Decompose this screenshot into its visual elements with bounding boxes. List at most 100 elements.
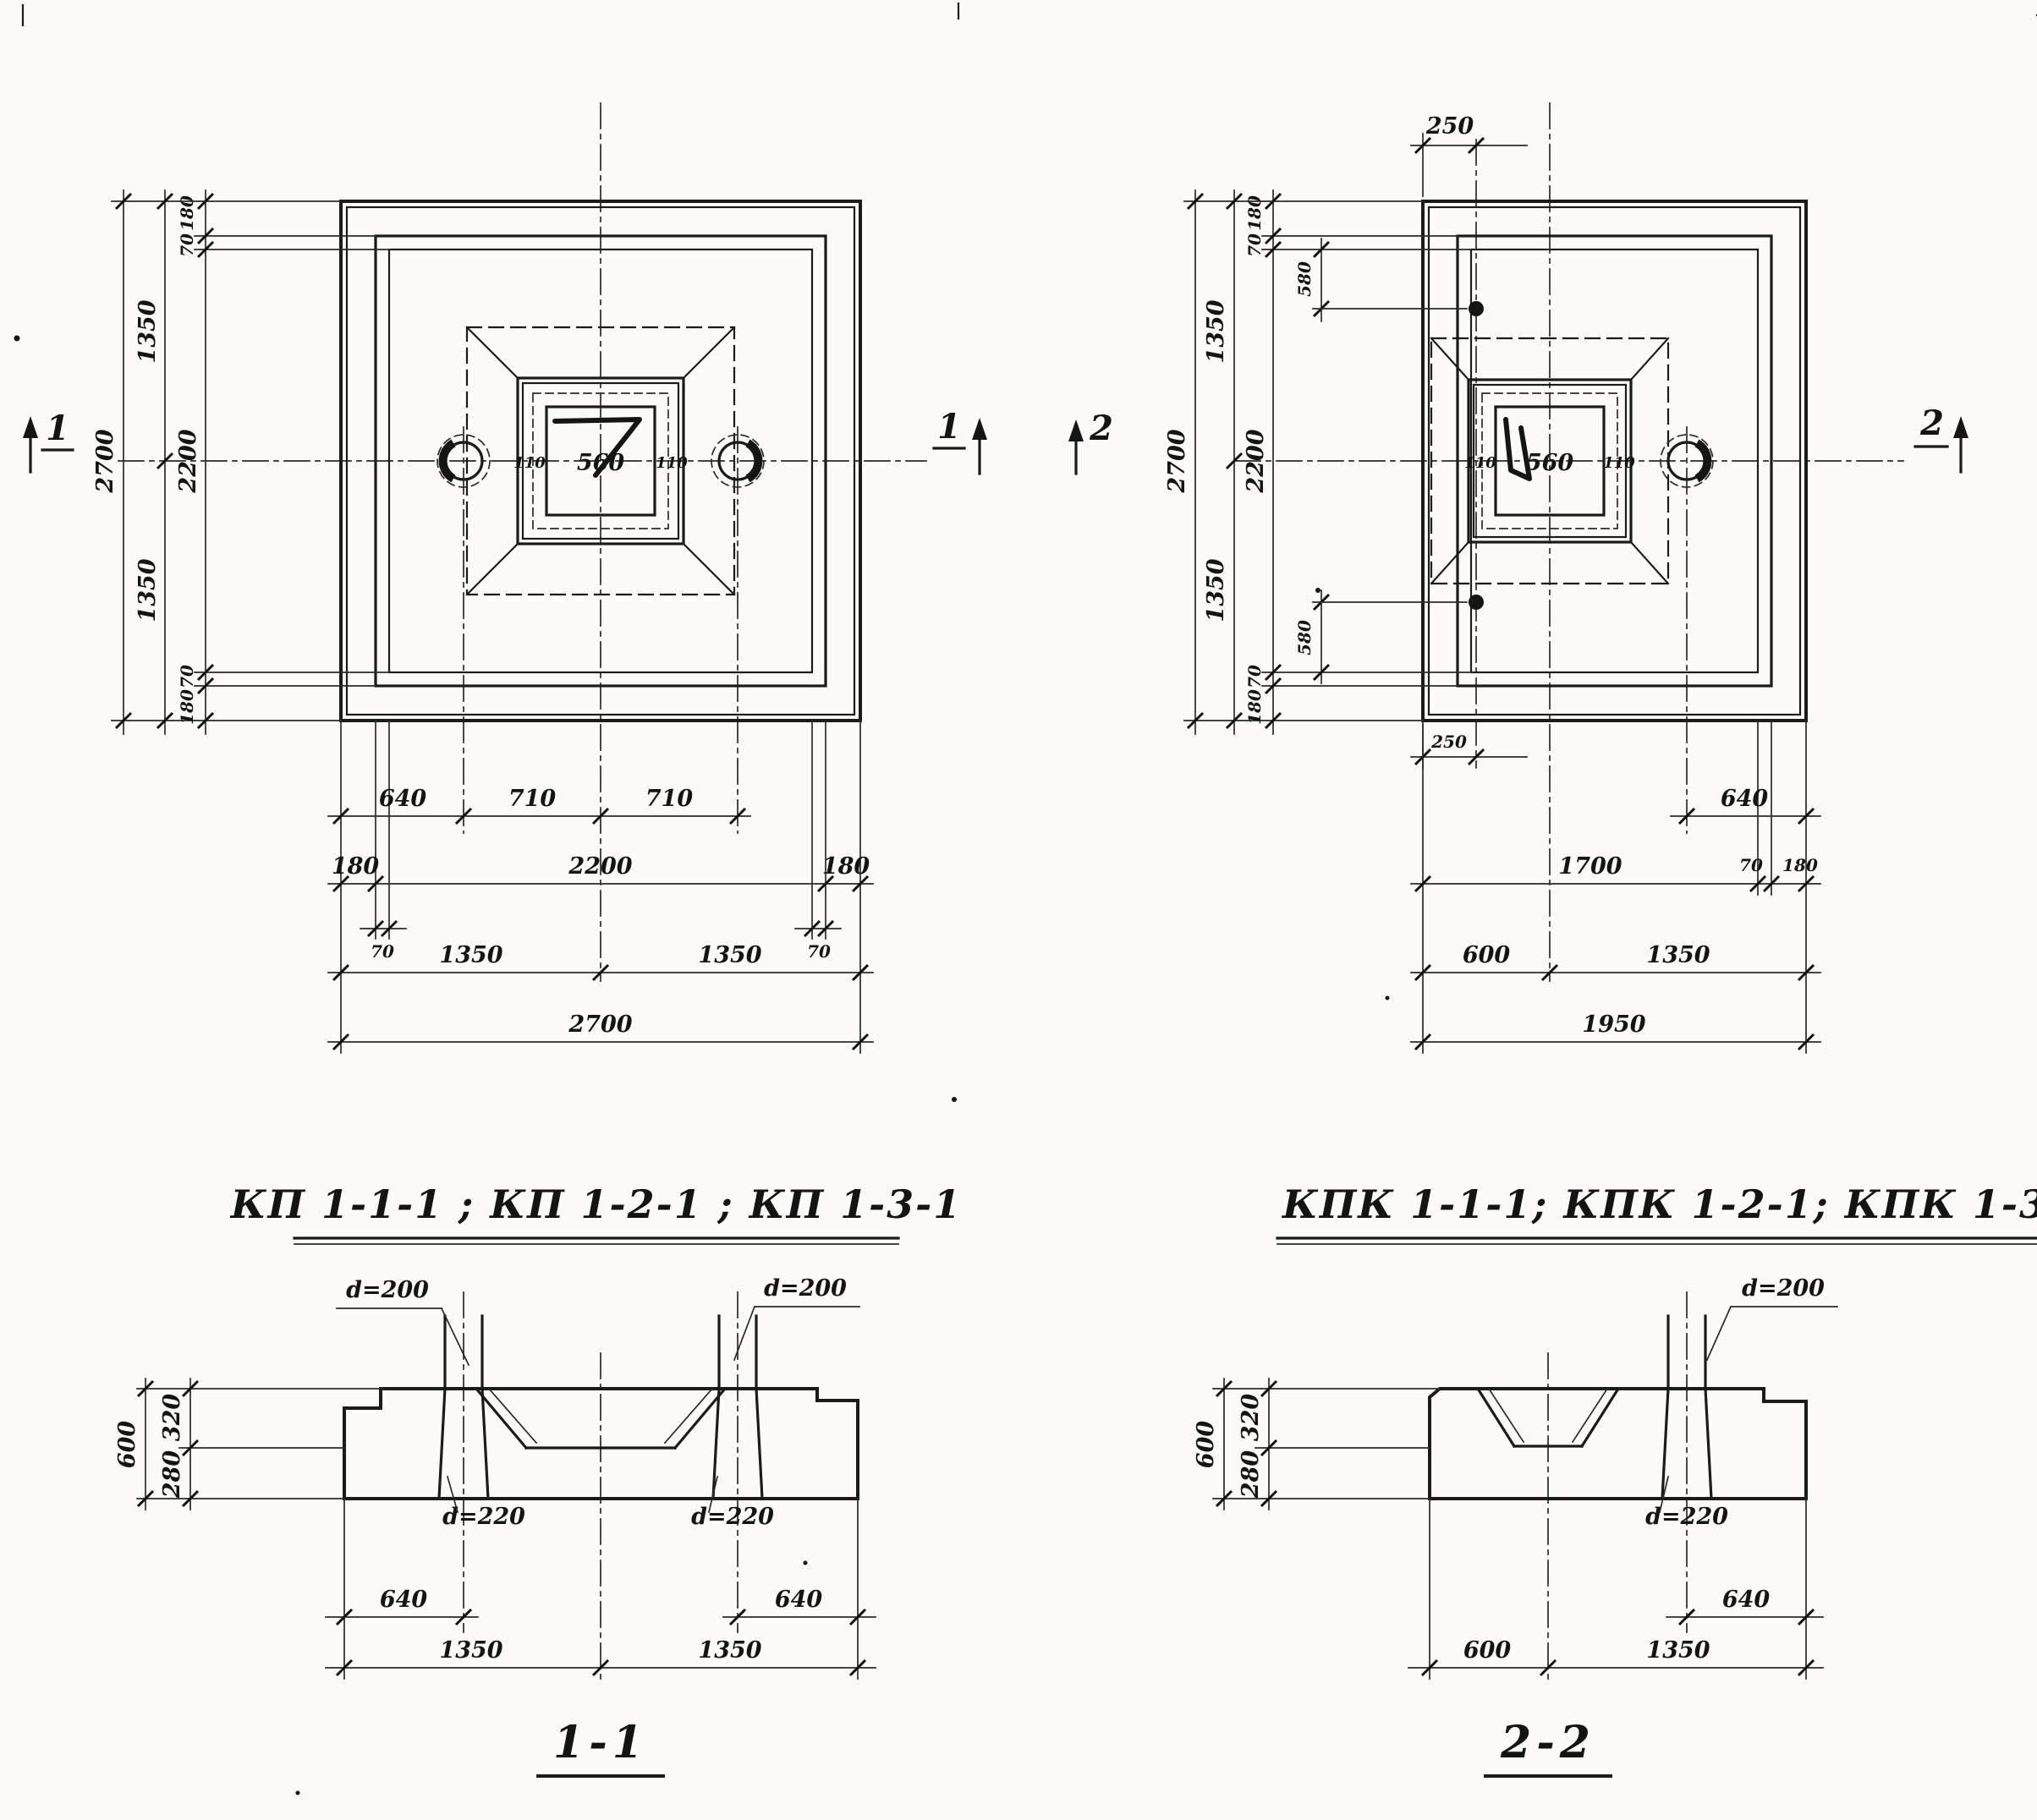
dim-label: 640 (1722, 1587, 1771, 1613)
slab-outline (1428, 1387, 1808, 1500)
dim-label-250-bottom: 250 (1430, 732, 1467, 752)
anchor-hole-bottom (1469, 595, 1484, 610)
section-2-2: d=200 d=220 600 320 280 640 (1193, 1275, 1838, 1778)
section-1-1-height-dims: 600 320 280 (114, 1378, 382, 1510)
dim-label-70-bottom: 70 (177, 665, 197, 688)
dim-label: 2700 (568, 1011, 632, 1038)
section-marker-label: 1 (937, 407, 961, 447)
dim-label-110-left: 110 (1464, 454, 1496, 472)
dim-label-2700: 2700 (92, 429, 118, 493)
section-marker-1-right: 1 (932, 407, 987, 475)
dim-label: 1350 (698, 942, 761, 968)
dim-label-600: 600 (114, 1421, 140, 1469)
dim-label: 1350 (439, 1637, 502, 1664)
callout-d220: d=220 (1645, 1475, 1728, 1530)
callout-label: d=220 (442, 1504, 525, 1530)
dim-label: 70 (807, 941, 831, 962)
dim-label: 710 (508, 786, 557, 812)
dim-label: 180 (332, 853, 380, 880)
plan-kpk-dim-top: 250 (1410, 113, 1528, 197)
slab-outline (343, 1387, 859, 1500)
plan-kpk-dims-bottom: 640 1700 70 180 600 1350 1950 (1410, 720, 1821, 1054)
dim-label: 640 (380, 1587, 428, 1613)
plan-kp-dims-bottom: 640 710 710 180 2200 180 70 70 1350 1350… (327, 720, 874, 1054)
plan-kp-center-dims: 110 560 110 (513, 450, 688, 476)
section-title-1-1: 1-1 (553, 1717, 648, 1768)
section-marker-2-left: 2 (1068, 408, 1113, 475)
dim-label-180-bottom: 180 (1244, 689, 1265, 725)
dim-label-580-bottom: 580 (1294, 620, 1315, 655)
pipe-right (1661, 1314, 1713, 1500)
dim-label: 600 (1463, 1637, 1512, 1664)
dim-label-600: 600 (1193, 1421, 1219, 1469)
dim-label-110-left: 110 (513, 454, 546, 472)
dim-label-1350-top: 1350 (135, 299, 161, 363)
callout-label: d=200 (1742, 1275, 1825, 1302)
section-marker-label: 1 (46, 408, 69, 448)
dim-label-1350-bottom: 1350 (1203, 558, 1229, 622)
dim-label: 1350 (439, 942, 502, 968)
dim-label-320: 320 (159, 1394, 185, 1442)
dim-label: 70 (1739, 855, 1763, 875)
dim-label: 180 (1782, 855, 1818, 875)
plan-kpk-dim-bottom-250: 250 (1410, 725, 1528, 769)
plan-kpk-body (1421, 200, 1808, 722)
dim-label-70-top: 70 (177, 233, 197, 257)
callout-label: d=220 (1645, 1504, 1728, 1530)
plan-kpk: 250 250 2700 1350 1350 2200 (1068, 102, 1968, 1054)
dim-label: 1950 (1582, 1011, 1645, 1038)
dim-label-250-top: 250 (1425, 113, 1474, 140)
dim-label-280: 280 (1238, 1450, 1264, 1499)
callout-d200: d=200 (1705, 1275, 1838, 1362)
titles: КП 1-1-1 ; КП 1-2-1 ; КП 1-3-1 КПК 1-1-1… (229, 1181, 2037, 1245)
dim-label-320: 320 (1238, 1394, 1264, 1442)
dim-label: 600 (1463, 942, 1511, 968)
dim-label: 180 (822, 853, 870, 880)
dim-label-2700: 2700 (1164, 429, 1190, 493)
callout-label: d=200 (764, 1275, 847, 1302)
plan-kp-holes (436, 434, 765, 488)
section-1-1: d=200 d=200 d=220 d=220 600 3 (114, 1275, 876, 1778)
title-kp: КП 1-1-1 ; КП 1-2-1 ; КП 1-3-1 (229, 1181, 963, 1227)
plan-kpk-dims-left: 2700 1350 1350 2200 180 70 70 180 580 58… (1164, 189, 1472, 735)
section-marker-2-right: 2 (1913, 403, 1968, 474)
dim-label-560: 560 (1526, 450, 1574, 476)
dim-label-560: 560 (577, 450, 625, 476)
section-marker-label: 2 (1919, 403, 1944, 443)
dim-label: 1700 (1558, 853, 1622, 880)
dim-label-580-top: 580 (1294, 261, 1315, 297)
dim-label: 710 (645, 786, 694, 812)
section-2-2-bottom-dims: 640 600 1350 (1408, 1498, 1824, 1680)
section-marker-1-left: 1 (23, 408, 74, 474)
socket-pocket (474, 1386, 728, 1450)
anchor-hole-top (1469, 301, 1484, 316)
callout-label: d=200 (346, 1277, 429, 1303)
pipe-left (437, 1314, 490, 1500)
dim-label-1350-top: 1350 (1203, 299, 1229, 363)
dim-label: 1350 (1646, 942, 1710, 968)
pipe-right (711, 1314, 764, 1500)
dim-label-180-top: 180 (177, 195, 197, 231)
dim-label-180-bottom: 180 (177, 689, 197, 725)
dim-label-70-top: 70 (1244, 233, 1265, 257)
dim-label: 1350 (1646, 1637, 1710, 1664)
title-kpk: КПК 1-1-1; КПК 1-2-1; КПК 1-3-1 (1281, 1181, 2037, 1227)
dim-label: 640 (379, 786, 427, 812)
dim-label: 70 (371, 941, 394, 962)
callout-d220-right: d=220 (691, 1475, 774, 1530)
dim-label: 640 (775, 1587, 823, 1613)
dim-label-2200: 2200 (1243, 429, 1269, 493)
callout-label: d=220 (691, 1504, 774, 1530)
callout-d200-left: d=200 (336, 1277, 470, 1367)
section-1-1-bottom-dims: 640 640 1350 1350 (325, 1498, 876, 1680)
pencil-scribble (1503, 417, 1532, 481)
section-marker-label: 2 (1089, 408, 1113, 448)
dim-label: 2200 (568, 853, 632, 880)
dim-label-70-bottom: 70 (1244, 665, 1265, 688)
plan-kp-body (339, 200, 862, 722)
dim-label-1350-bottom: 1350 (135, 558, 161, 622)
plan-kp: 2700 1350 1350 2200 180 70 70 180 110 56… (23, 102, 987, 1054)
dim-label-2200: 2200 (175, 429, 201, 493)
